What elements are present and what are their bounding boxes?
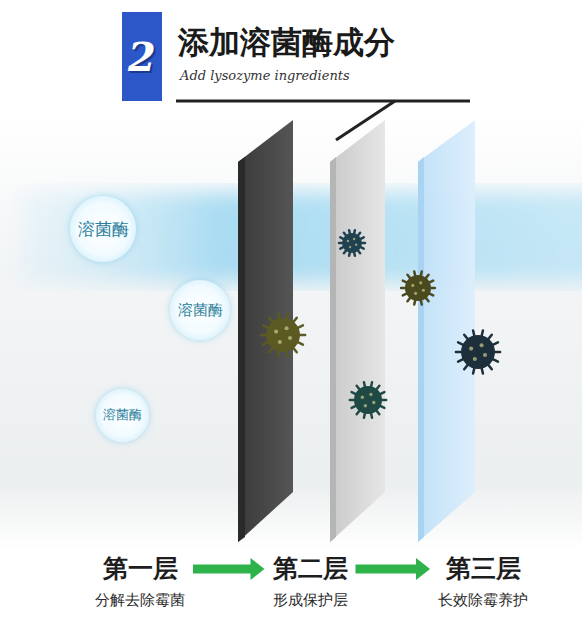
subtitle: Add lysozyme ingredients (180, 68, 350, 83)
layer-step: 第三层长效除霉养护 (436, 552, 530, 611)
lysozyme-bubble: 溶菌酶 (170, 280, 230, 340)
layer-heading: 第二层 (271, 552, 350, 586)
badge-number: 2 (128, 33, 156, 80)
step-arrow (356, 558, 431, 580)
germ (456, 330, 500, 373)
bubble-label: 溶菌酶 (103, 406, 142, 424)
layer-step: 第一层分解去除霉菌 (93, 552, 187, 611)
title: 添加溶菌酶成分 (178, 22, 395, 64)
bubble-label: 溶菌酶 (178, 301, 223, 320)
germ (401, 272, 435, 305)
layer-heading: 第三层 (436, 552, 530, 586)
number-badge: 2 (122, 12, 162, 101)
layer-description: 分解去除霉菌 (93, 589, 187, 611)
layer-description: 形成保护层 (271, 589, 350, 611)
germ (261, 313, 305, 356)
lysozyme-bubble: 溶菌酶 (70, 196, 136, 262)
layer-description: 长效除霉养护 (436, 589, 530, 611)
step-arrow (193, 558, 265, 580)
lysozyme-bubble: 溶菌酶 (96, 389, 149, 442)
germ (339, 230, 365, 255)
germ (350, 382, 386, 417)
bubble-label: 溶菌酶 (78, 218, 129, 241)
layer-heading: 第一层 (93, 552, 187, 586)
layer-step: 第二层形成保护层 (271, 552, 350, 611)
